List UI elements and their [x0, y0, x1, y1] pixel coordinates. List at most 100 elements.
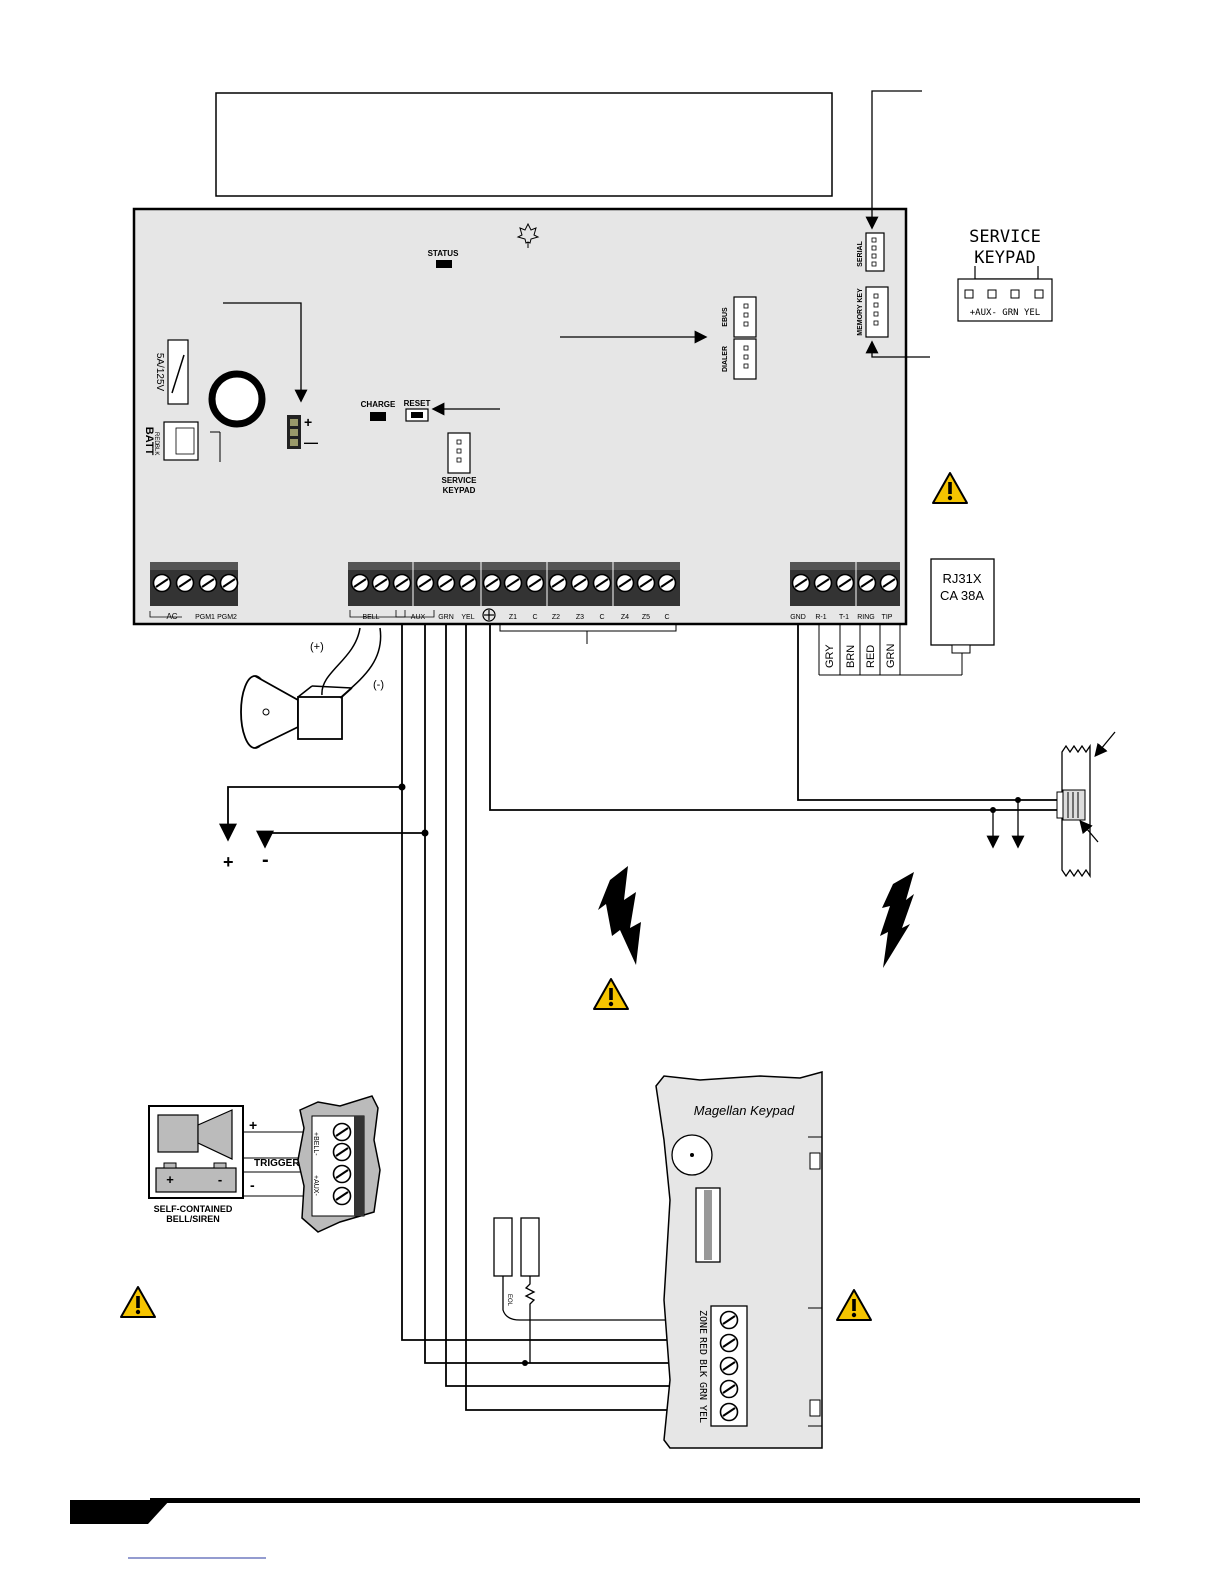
term-c1: C	[532, 614, 537, 621]
status-led	[436, 260, 452, 268]
term-grn: GRN	[438, 614, 454, 621]
footer-rule	[150, 1498, 1140, 1503]
term-aux: AUX	[411, 614, 426, 621]
wire-brn: BRN	[845, 645, 857, 668]
charge-led	[370, 412, 386, 421]
terminal-block-main	[348, 562, 680, 606]
memory-key-label: MEMORY KEY	[857, 288, 864, 336]
fuse-label: 5A/125V	[154, 353, 165, 392]
siren-icon	[240, 675, 353, 749]
battery-connector: BATT RED BLK	[143, 421, 199, 461]
bell-terminal-inset: +BELL- +AUX-	[297, 1095, 381, 1233]
keypad-term-grn: GRN	[697, 1382, 708, 1400]
terminal-block-telco	[790, 562, 900, 606]
term-pgm2: PGM2	[217, 614, 237, 621]
jack-line-1: RJ31X	[942, 571, 981, 586]
bell-caption-1: SELF-CONTAINED	[154, 1204, 233, 1214]
aux-plus-label: +	[223, 852, 234, 872]
term-ac: AC	[166, 612, 177, 621]
warning-icon	[932, 472, 968, 504]
maple-leaf-icon	[516, 222, 540, 248]
bell-minus: -	[250, 1177, 255, 1193]
term-yel: YEL	[461, 614, 474, 621]
wall-section	[1056, 743, 1091, 879]
aux-minus-label: -	[262, 849, 269, 871]
service-keypad-pins: +AUX- GRN YEL	[970, 308, 1040, 318]
batt-blk-label: BLK	[153, 444, 159, 455]
memory-key-connector: MEMORY KEY	[857, 286, 889, 338]
term-c2: C	[599, 614, 604, 621]
term-r1: R-1	[815, 614, 826, 621]
keypad-term-red: RED	[697, 1337, 708, 1355]
rj31x-jack: RJ31X CA 38A	[930, 558, 995, 654]
service-keypad-title-2: KEYPAD	[974, 248, 1035, 268]
eol-label: EOL	[506, 1294, 512, 1307]
buzzer-icon	[208, 370, 266, 428]
ebus-label: EBUS	[722, 307, 729, 327]
keypad-bus-wires	[401, 624, 1058, 1411]
term-t1: T-1	[839, 614, 849, 621]
term-gnd: GND	[790, 614, 806, 621]
note-box	[215, 92, 833, 197]
bell-caption-2: BELL/SIREN	[166, 1214, 220, 1224]
jumper-plus-label: +	[304, 414, 312, 430]
term-z2: Z2	[552, 614, 560, 621]
control-panel-board: STATUS SERIAL MEMORY KEY EBUS	[132, 207, 908, 626]
service-keypad-port: SERVICE KEYPAD	[442, 432, 477, 495]
warning-icon	[836, 1289, 872, 1321]
svg-text:-: -	[218, 1172, 222, 1187]
phone-wires: GRY BRN RED GRN	[818, 624, 963, 676]
bell-plus: +	[249, 1117, 257, 1133]
term-ring: RING	[857, 614, 875, 621]
wire-red: RED	[865, 645, 877, 668]
service-keypad-label-2: KEYPAD	[443, 486, 476, 495]
lightning-icon	[598, 866, 641, 965]
serial-label: SERIAL	[857, 240, 864, 266]
siren-minus-lead: (-)	[373, 679, 384, 691]
magellan-keypad: Magellan Keypad ZONE RED BLK GRN YEL	[655, 1071, 823, 1449]
batt-red-label: RED	[153, 432, 159, 445]
warning-icon	[593, 978, 629, 1010]
footer-tab	[70, 1500, 170, 1524]
serial-connector: SERIAL	[857, 232, 885, 272]
keypad-term-yel: YEL	[697, 1405, 708, 1423]
term-z3: Z3	[576, 614, 584, 621]
service-keypad-title-1: SERVICE	[969, 227, 1041, 247]
jumper-minus-label: —	[304, 434, 318, 450]
bell-term-aux: +AUX-	[312, 1175, 319, 1196]
siren-plus-lead: (+)	[310, 641, 324, 653]
term-z4: Z4	[621, 614, 629, 621]
reset-label: RESET	[404, 399, 431, 408]
dialer-label: DIALER	[722, 346, 729, 372]
status-label: STATUS	[428, 249, 459, 258]
ground-icon	[482, 608, 496, 622]
keypad-term-blk: BLK	[697, 1359, 708, 1377]
term-z1: Z1	[509, 614, 517, 621]
power-jumper: + —	[287, 414, 318, 450]
charge-label: CHARGE	[361, 400, 396, 409]
keypad-term-zone: ZONE	[697, 1310, 708, 1334]
wire-grn: GRN	[885, 644, 897, 669]
warning-icon	[120, 1286, 156, 1318]
lightning-icon	[880, 872, 914, 968]
batt-label: BATT	[143, 427, 155, 456]
wire-gry: GRY	[824, 644, 836, 668]
keypad-title: Magellan Keypad	[694, 1103, 795, 1118]
term-c3: C	[664, 614, 669, 621]
terminal-block-ac	[150, 562, 239, 606]
jack-line-2: CA 38A	[940, 588, 984, 603]
term-tip: TIP	[882, 614, 893, 621]
term-z5: Z5	[642, 614, 650, 621]
self-contained-bell-siren: + - SELF-CONTAINED BELL/SIREN	[148, 1105, 244, 1224]
term-bell: BELL	[362, 614, 379, 621]
door-contact: EOL	[493, 1217, 712, 1366]
service-keypad-pinout: SERVICE KEYPAD +AUX- GRN YEL	[957, 227, 1053, 322]
ebus-connector: EBUS	[722, 296, 757, 338]
term-pgm1: PGM1	[195, 614, 215, 621]
fuse: 5A/125V	[154, 339, 189, 405]
bell-trigger: TRIGGER	[254, 1158, 300, 1169]
svg-text:+: +	[166, 1172, 174, 1187]
bell-term-bell: +BELL-	[312, 1132, 319, 1156]
dialer-connector: DIALER	[722, 338, 757, 380]
